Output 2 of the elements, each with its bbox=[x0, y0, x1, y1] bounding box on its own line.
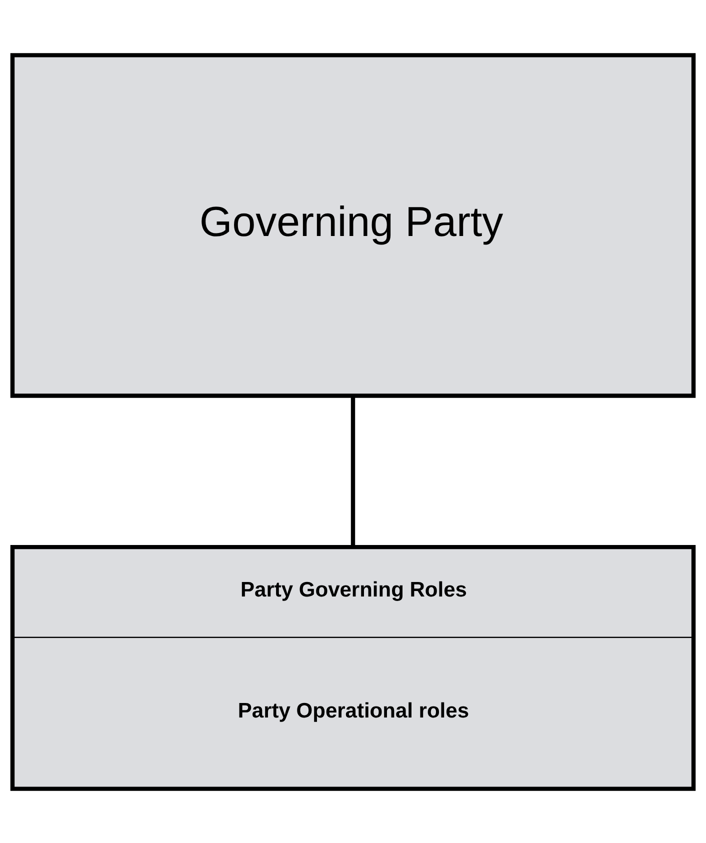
node-box: Governing Party bbox=[10, 52, 696, 398]
connector bbox=[350, 395, 356, 547]
